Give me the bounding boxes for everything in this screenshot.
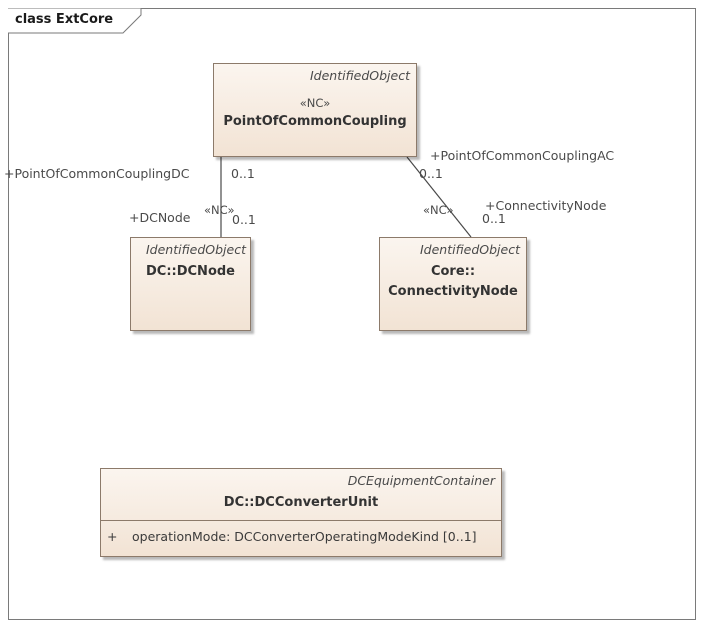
class-dc-node[interactable]: IdentifiedObject DC::DCNode <box>130 237 251 331</box>
class-name-line1: Core:: <box>430 264 476 279</box>
attribute-compartment-divider <box>101 520 501 521</box>
role-dc-node: +DCNode <box>129 210 191 225</box>
class-name: DC::DCNode <box>146 264 235 279</box>
class-parent-label: IdentifiedObject <box>145 242 246 257</box>
class-point-of-common-coupling[interactable]: IdentifiedObject «NC» PointOfCommonCoupl… <box>213 63 417 157</box>
frame-title: class ExtCore <box>15 12 114 27</box>
frame-title-tab <box>8 8 142 34</box>
multiplicity-dc-source: 0..1 <box>231 166 255 181</box>
association-dc-stereotype: «NC» <box>204 203 235 217</box>
attribute-operation-mode: operationMode: DCConverterOperatingModeK… <box>132 529 477 544</box>
role-connectivity-node: +ConnectivityNode <box>485 198 607 213</box>
role-point-of-common-coupling-ac: +PointOfCommonCouplingAC <box>430 148 615 163</box>
class-parent-label: DCEquipmentContainer <box>347 473 495 488</box>
association-ac-stereotype: «NC» <box>423 203 454 217</box>
class-connectivity-node[interactable]: IdentifiedObject Core:: ConnectivityNode <box>379 237 527 331</box>
role-point-of-common-coupling-dc: +PointOfCommonCouplingDC <box>4 166 190 181</box>
class-name-line2: ConnectivityNode <box>388 284 518 299</box>
association-ac-line <box>406 156 472 238</box>
class-dc-converter-unit[interactable]: DCEquipmentContainer DC::DCConverterUnit… <box>100 468 502 557</box>
class-name: DC::DCConverterUnit <box>223 495 379 510</box>
multiplicity-ac-source: 0..1 <box>419 166 443 181</box>
class-name: PointOfCommonCoupling <box>223 114 407 129</box>
class-parent-label: IdentifiedObject <box>419 242 520 257</box>
diagram-frame <box>8 8 696 620</box>
class-stereotype: «NC» <box>299 96 331 110</box>
multiplicity-ac-target: 0..1 <box>482 211 506 226</box>
class-parent-label: IdentifiedObject <box>309 68 410 83</box>
multiplicity-dc-target: 0..1 <box>232 212 256 227</box>
attribute-visibility: + <box>107 529 118 544</box>
